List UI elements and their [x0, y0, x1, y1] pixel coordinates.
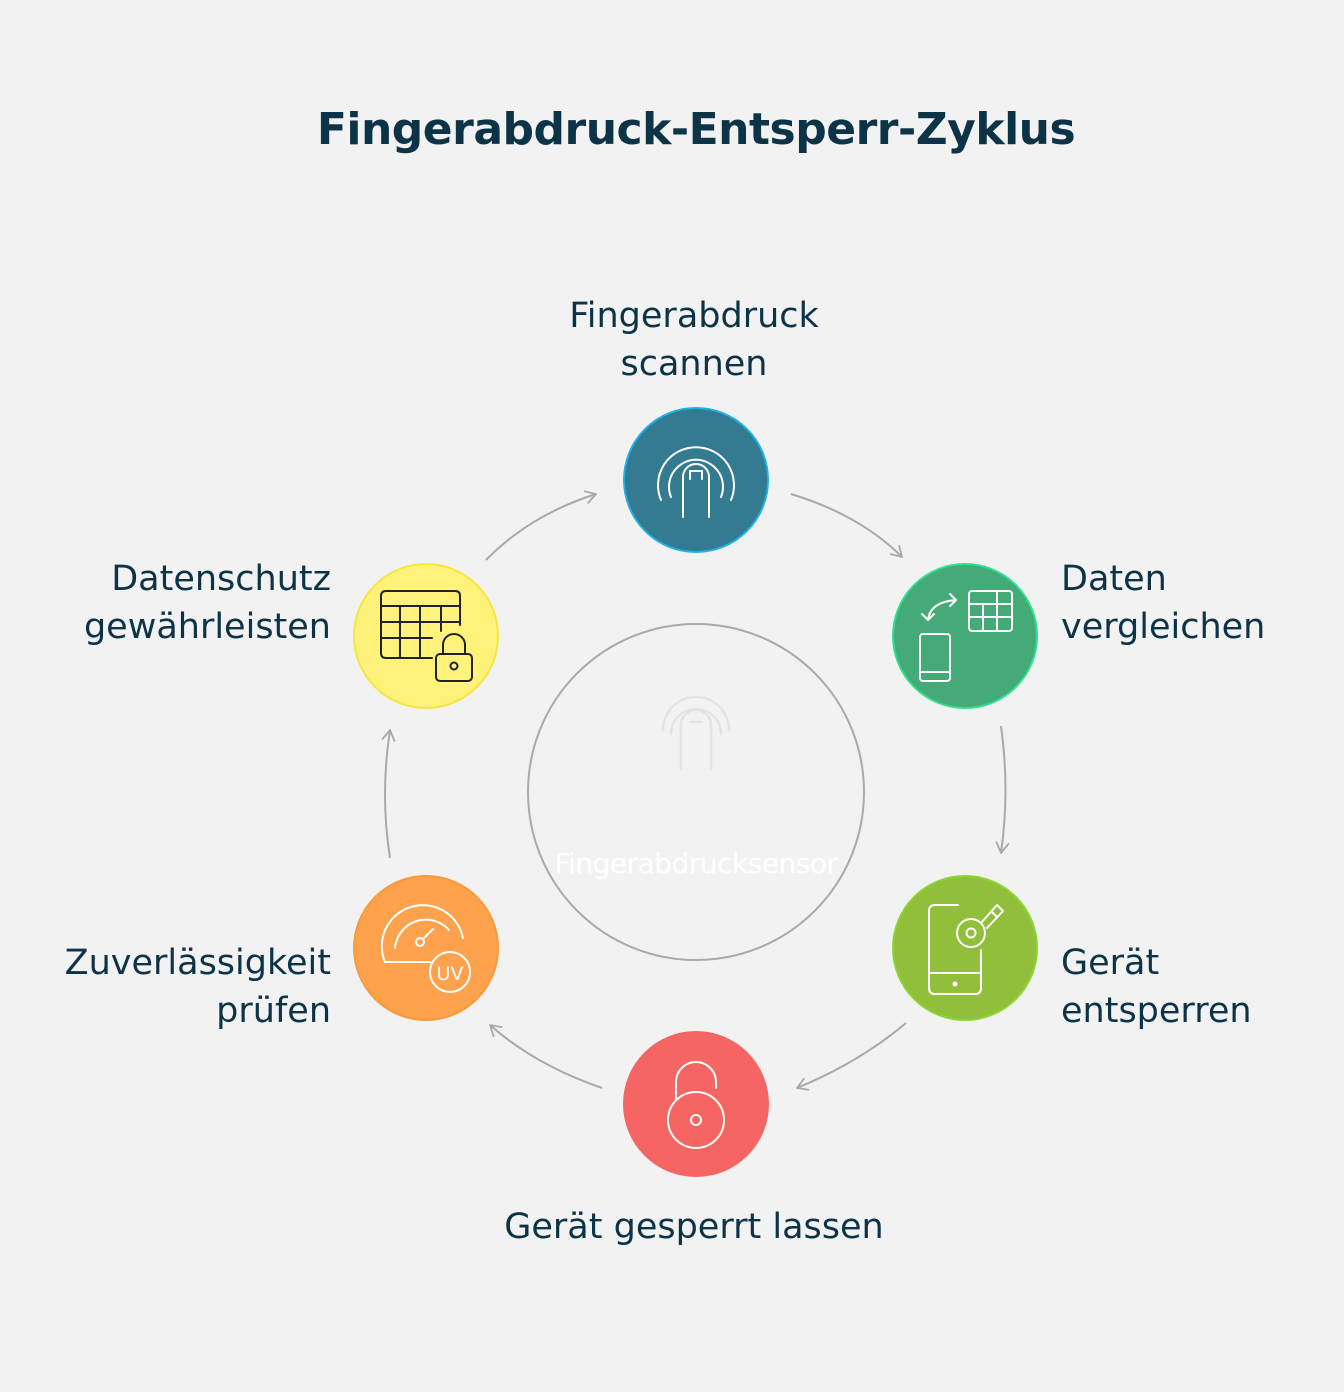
arrow-compare-to-unlock	[995, 725, 1010, 854]
step-node-reliability: UV	[353, 875, 499, 1021]
arrow-reliability-to-privacy	[381, 729, 396, 859]
arrow-scan-to-compare	[790, 493, 903, 558]
table-lock-icon	[380, 590, 473, 682]
fingerprint-icon	[661, 695, 731, 770]
fingerprint-scan-icon	[657, 446, 735, 518]
step-label-keep-locked: Gerät gesperrt lassen	[504, 1207, 884, 1247]
step-node-unlock	[892, 875, 1038, 1021]
cycle-arrows	[381, 490, 1010, 1091]
arrow-privacy-to-scan	[485, 490, 597, 561]
step-node-scan	[623, 407, 769, 553]
step-label-unlock: Gerät entsperren	[1061, 943, 1252, 1031]
phone-key-icon	[928, 904, 1004, 995]
arrow-unlock-to-keeplocked	[796, 1022, 907, 1091]
step-label-reliability: Zuverlässigkeit prüfen	[64, 943, 331, 1031]
center-hub	[527, 623, 865, 961]
diagram-title: Fingerabdruck-Entsperr-Zyklus	[316, 104, 1076, 155]
step-node-privacy	[353, 563, 499, 709]
step-label-privacy: Datenschutz gewährleisten	[83, 559, 331, 647]
padlock-open-icon	[667, 1061, 725, 1149]
step-node-keep-locked	[623, 1031, 769, 1177]
gauge-uv-icon: UV	[380, 904, 471, 993]
step-label-compare: Daten vergleichen	[1061, 559, 1266, 647]
step-label-scan: Fingerabdruck scannen	[569, 296, 819, 384]
step-node-compare	[892, 563, 1038, 709]
phone-compare-data-icon	[919, 590, 1013, 682]
svg-text:UV: UV	[437, 963, 464, 985]
arrow-keeplocked-to-reliability	[489, 1024, 603, 1089]
center-label: Fingerabdrucksensor	[554, 847, 838, 880]
